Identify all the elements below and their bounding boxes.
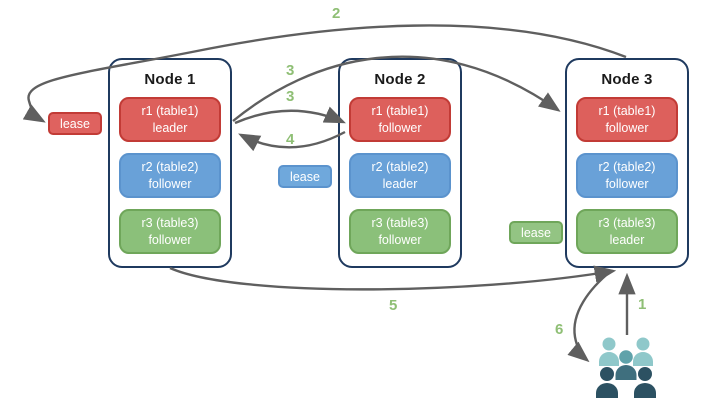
node-3-replica-r1: r1 (table1) follower [576,97,678,142]
node-2-replica-r2: r2 (table2) leader [349,153,451,198]
replica-name: r2 (table2) [598,160,656,175]
node-3-title: Node 3 [601,71,653,88]
replica-name: r1 (table1) [141,104,199,119]
node-1-replica-r1: r1 (table1) leader [119,97,221,142]
node-1-replica-r3: r3 (table3) follower [119,209,221,254]
node-2-replica-r1: r1 (table1) follower [349,97,451,142]
replica-name: r3 (table3) [141,216,199,231]
step-label-5: 5 [389,297,398,314]
node-1: Node 1 r1 (table1) leader r2 (table2) fo… [108,58,232,268]
lease-badge-blue: lease [278,165,332,188]
node-2: Node 2 r1 (table1) follower r2 (table2) … [338,58,462,268]
node-3-replica-r3: r3 (table3) leader [576,209,678,254]
replica-role: follower [378,120,422,135]
node-2-title: Node 2 [374,71,426,88]
replica-role: follower [148,232,192,247]
step-label-2: 2 [332,5,341,22]
node-3-replica-r2: r2 (table2) follower [576,153,678,198]
replica-name: r2 (table2) [141,160,199,175]
node-2-replica-r3: r3 (table3) follower [349,209,451,254]
replica-role: leader [609,232,645,247]
replica-role: follower [378,232,422,247]
arrow-step-5 [169,265,617,291]
lease-badge-red: lease [48,112,102,135]
step-label-3b: 3 [286,88,295,105]
step-label-3a: 3 [286,62,295,79]
replica-role: leader [152,120,188,135]
replica-name: r2 (table2) [371,160,429,175]
lease-badge-green: lease [509,221,563,244]
step-label-6: 6 [555,321,564,338]
replica-role: follower [605,176,649,191]
users-icon [596,337,656,398]
step-label-4: 4 [286,131,295,148]
arrow-step-6 [567,270,612,363]
replica-role: follower [605,120,649,135]
replica-name: r1 (table1) [598,104,656,119]
replica-name: r3 (table3) [598,216,656,231]
replica-name: r3 (table3) [371,216,429,231]
replica-role: follower [148,176,192,191]
arrow-step-3-to-node2 [234,106,346,125]
replica-role: leader [382,176,418,191]
node-1-title: Node 1 [144,71,196,88]
replica-name: r1 (table1) [371,104,429,119]
node-1-replica-r2: r2 (table2) follower [119,153,221,198]
node-3: Node 3 r1 (table1) follower r2 (table2) … [565,58,689,268]
step-label-1: 1 [638,296,647,313]
